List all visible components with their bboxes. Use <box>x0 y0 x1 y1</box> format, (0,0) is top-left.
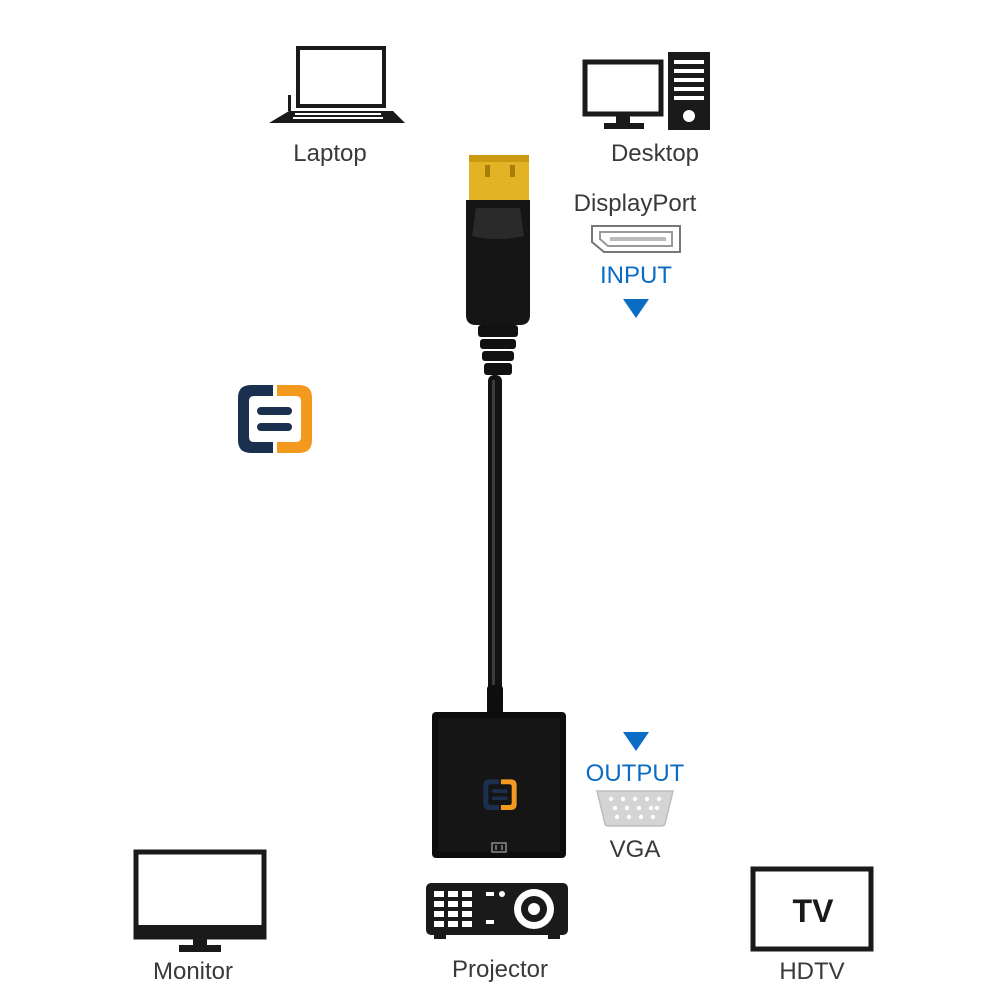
arrow-down-icon <box>623 732 649 751</box>
projector-label: Projector <box>451 956 549 983</box>
desktop-icon <box>582 52 710 130</box>
displayport-cable <box>466 155 530 715</box>
displayport-port-icon <box>591 225 681 253</box>
hdtv-label: HDTV <box>779 958 845 985</box>
displayport-label: DisplayPort <box>573 190 697 217</box>
monitor-icon <box>133 849 267 952</box>
display-glyph-icon <box>491 842 507 853</box>
laptop-label: Laptop <box>293 140 367 167</box>
tv-screen-text: TV <box>792 893 834 929</box>
arrow-down-icon <box>623 299 649 318</box>
vga-label: VGA <box>609 836 661 863</box>
laptop-icon <box>269 46 405 123</box>
input-label: INPUT <box>600 262 672 289</box>
tv-icon <box>750 866 874 952</box>
brand-logo <box>238 385 312 453</box>
adapter-logo <box>483 779 517 810</box>
vga-port-icon <box>596 790 674 827</box>
displayport-gold-tip <box>469 155 529 200</box>
projector-icon <box>426 883 568 939</box>
vga-adapter-box <box>432 712 566 858</box>
desktop-label: Desktop <box>610 140 700 167</box>
output-label: OUTPUT <box>585 760 685 787</box>
monitor-label: Monitor <box>152 958 234 985</box>
